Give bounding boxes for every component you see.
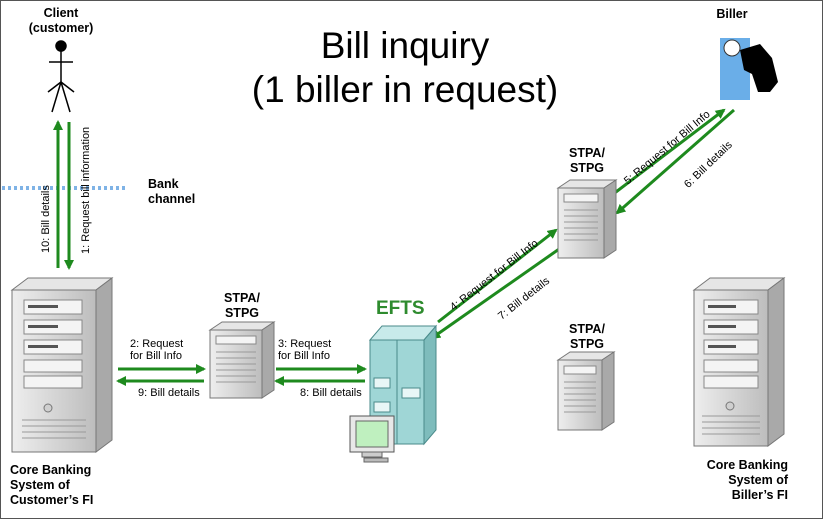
core-biller-line3: Biller’s FI: [731, 488, 788, 502]
stpa-left-server-icon: [208, 321, 276, 399]
biller-icon: [720, 38, 778, 100]
bank-channel-label: Bank channel: [148, 177, 195, 207]
core-banking-biller-server-icon: [692, 277, 786, 447]
core-biller-line2: System of: [728, 473, 788, 487]
arrow-step7: [430, 245, 563, 340]
stpa-top-server-icon: [556, 179, 618, 259]
bank-channel-line2: channel: [148, 192, 196, 206]
stpa-left-line1: STPA/: [224, 291, 260, 305]
core-banking-customer-server-icon: [10, 277, 114, 453]
step2-line1: 2: Request: [130, 338, 184, 350]
stpa-left-line2: STPG: [224, 306, 260, 320]
efts-system-icon: [349, 324, 438, 463]
step3-label: 3: Request for Bill Info: [278, 338, 331, 362]
stpa-top-line2: STPG: [569, 161, 605, 175]
efts-label: EFTS: [376, 298, 425, 319]
stpa-top-label: STPA/ STPG: [563, 146, 611, 176]
stpa-right-line2: STPG: [569, 337, 605, 351]
client-label-line1: Client: [43, 6, 79, 20]
arrow-step6: [615, 108, 735, 215]
arrow-step5: [607, 108, 726, 200]
step2-line2: for Bill Info: [130, 350, 182, 362]
arrow-step4: [437, 228, 558, 324]
step3-line1: 3: Request: [278, 338, 332, 350]
diagram-title: Bill inquiry (1 biller in request): [190, 24, 620, 112]
title-line-2: (1 biller in request): [251, 69, 559, 110]
core-banking-biller-label: Core Banking System of Biller’s FI: [690, 458, 788, 503]
core-customer-line2: System of: [10, 478, 70, 492]
core-banking-customer-label: Core Banking System of Customer’s FI: [10, 463, 93, 508]
core-customer-line1: Core Banking: [10, 463, 92, 477]
stpa-top-line1: STPA/: [569, 146, 605, 160]
step2-label: 2: Request for Bill Info: [130, 338, 183, 362]
client-figure-icon: [47, 40, 75, 113]
step10-label: 10: Bill details: [40, 185, 52, 253]
core-biller-line1: Core Banking: [706, 458, 788, 472]
bank-channel-line1: Bank: [148, 177, 179, 191]
stpa-right-line1: STPA/: [569, 322, 605, 336]
step9-label: 9: Bill details: [138, 387, 200, 399]
stpa-left-label: STPA/ STPG: [218, 291, 266, 321]
step3-line2: for Bill Info: [278, 350, 330, 362]
title-line-1: Bill inquiry: [320, 25, 490, 66]
client-label-line2: (customer): [28, 21, 94, 35]
stpa-right-label: STPA/ STPG: [563, 322, 611, 352]
step1-label: 1: Request bill information: [80, 126, 92, 254]
biller-label: Biller: [716, 7, 748, 21]
stpa-right-server-icon: [556, 351, 616, 431]
client-label: Client (customer): [20, 6, 102, 36]
step8-label: 8: Bill details: [300, 387, 362, 399]
core-customer-line3: Customer’s FI: [10, 493, 94, 507]
